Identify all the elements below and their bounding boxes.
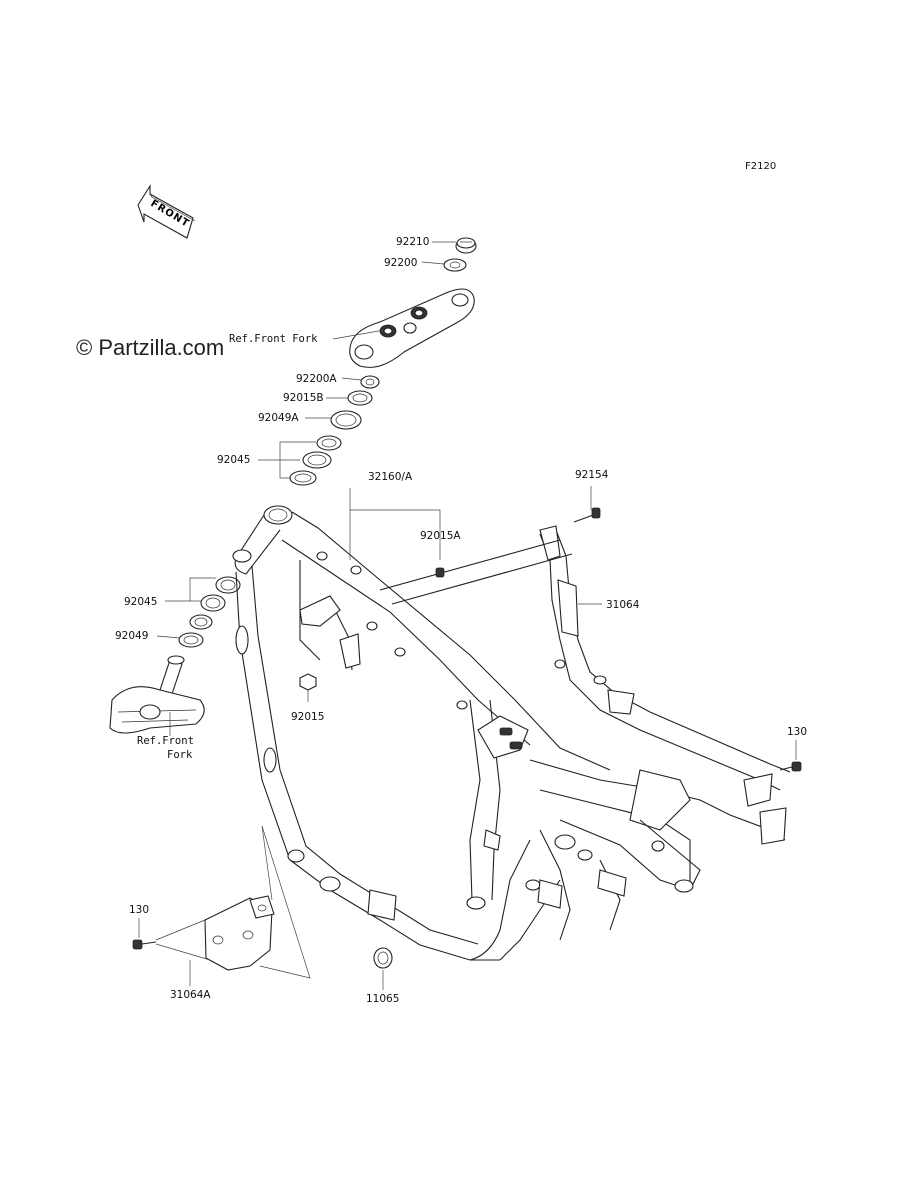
bolt-130-left-icon	[132, 939, 157, 950]
plug-11065-icon	[373, 947, 393, 969]
bearing-stack	[289, 375, 380, 486]
callout-92015A: 92015A	[420, 530, 461, 542]
callout-11065: 11065	[366, 993, 400, 1005]
callout-92015B: 92015B	[283, 392, 324, 404]
figure-code: F2120	[745, 161, 777, 172]
callout-32160A: 32160/A	[368, 471, 413, 483]
callout-92045-top: 92045	[217, 454, 251, 466]
callout-92049A: 92049A	[258, 412, 299, 424]
bolt-92015A-icon	[435, 567, 445, 578]
bolt-130-right-icon	[779, 761, 802, 772]
cross-tube	[379, 539, 573, 605]
bolt-92154-icon	[573, 507, 601, 523]
callout-92210: 92210	[396, 236, 430, 248]
front-arrow-icon: FRONT	[137, 184, 196, 239]
washer-92200	[443, 258, 467, 272]
callout-31064: 31064	[606, 599, 640, 611]
rear-frame-rail	[539, 525, 791, 845]
callout-92200: 92200	[384, 257, 418, 269]
steering-stem	[109, 655, 205, 734]
watermark: © Partzilla.com	[76, 335, 225, 360]
upper-fork-bracket	[349, 288, 475, 368]
stem-nut	[455, 237, 477, 254]
callout-92049: 92049	[115, 630, 149, 642]
leader-lines	[138, 241, 797, 990]
callout-92045-low: 92045	[124, 596, 158, 608]
ref-front-fork-top: Ref.Front Fork	[229, 333, 318, 345]
bracket-31064A	[155, 825, 311, 979]
lower-bearing-stack	[178, 576, 241, 648]
callout-92154: 92154	[575, 469, 609, 481]
main-frame	[232, 505, 786, 961]
callout-92200A: 92200A	[296, 373, 337, 385]
callout-130-left: 130	[129, 904, 150, 916]
callout-130-right: 130	[787, 726, 808, 738]
callout-92015: 92015	[291, 711, 325, 723]
nut-92015-icon	[299, 673, 317, 691]
ref-front-fork-bottom-line1: Ref.Front	[137, 735, 194, 747]
ref-front-fork-bottom-line2: Fork	[167, 749, 193, 761]
callout-31064A: 31064A	[170, 989, 211, 1001]
